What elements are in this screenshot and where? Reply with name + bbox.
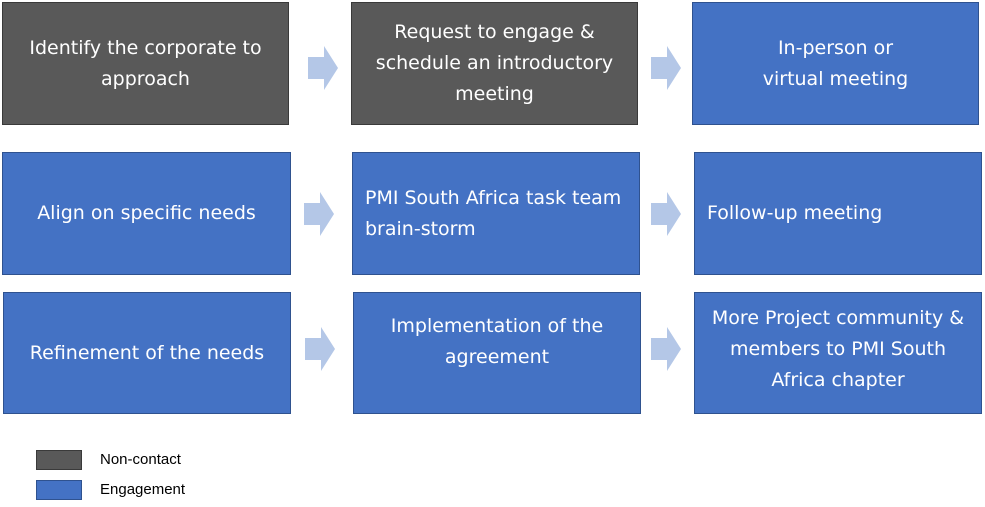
step-refinement-needs: Refinement of the needs [3,292,291,414]
step-align-needs: Align on specific needs [2,152,291,275]
arrow-right-icon [304,192,334,236]
step-task-team-brainstorm: PMI South Africa task team brain-storm [352,152,640,275]
legend-swatch-engagement [36,480,82,500]
step-identify-corporate: Identify the corporate to approach [2,2,289,125]
arrow-right-icon [651,327,681,371]
arrow-right-icon [651,192,681,236]
arrow-right-icon [305,327,335,371]
step-in-person-meeting: In-person or virtual meeting [692,2,979,125]
step-follow-up-meeting: Follow-up meeting [694,152,982,275]
step-implementation-agreement: Implementation of the agreement [353,292,641,414]
step-request-to-engage: Request to engage & schedule an introduc… [351,2,638,125]
legend-label-noncontact: Non-contact [100,451,181,468]
step-more-project-community: More Project community & members to PMI … [694,292,982,414]
arrow-right-icon [651,46,681,90]
legend-swatch-noncontact [36,450,82,470]
arrow-right-icon [308,46,338,90]
legend-label-engagement: Engagement [100,481,186,498]
